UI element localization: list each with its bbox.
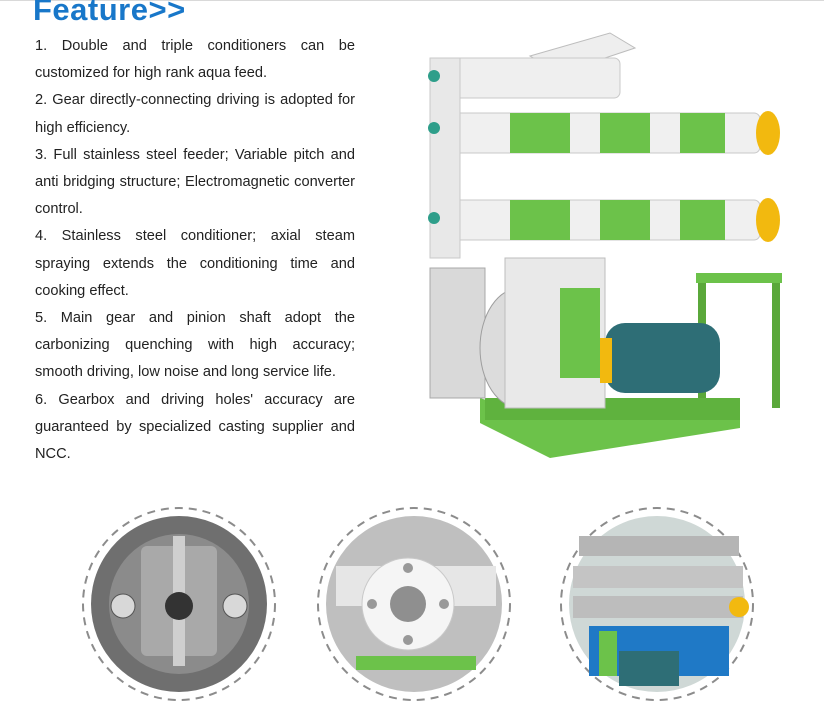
ring-die-detail-image: [82, 507, 276, 701]
feature-item-6: 6. Gearbox and driving holes' accuracy a…: [35, 391, 355, 463]
feature-list: 1. Double and triple conditioners can be…: [35, 33, 355, 468]
top-border: [0, 0, 824, 1]
flange-detail-image: [317, 507, 511, 701]
feature-item-4: 4. Stainless steel conditioner; axial st…: [35, 228, 355, 299]
feature-item-1: 1. Double and triple conditioners can be…: [35, 38, 355, 82]
feature-item-5: 5. Main gear and pinion shaft adopt the …: [35, 310, 355, 381]
feature-item-3: 3. Full stainless steel feeder; Variable…: [35, 146, 355, 218]
feature-heading: Feature>>: [33, 0, 186, 27]
feature-item-2: 2. Gear directly-connecting driving is a…: [35, 92, 355, 136]
pellet-mill-machine-image: [428, 32, 782, 458]
conditioner-detail-image: [560, 507, 754, 701]
